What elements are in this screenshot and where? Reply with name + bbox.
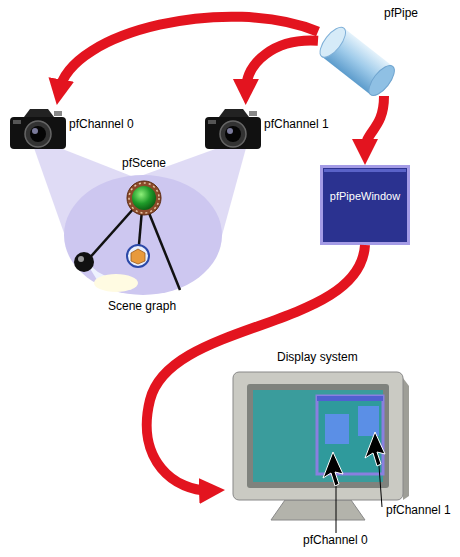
- ring-dots: [129, 183, 159, 213]
- screen-window-bar: [317, 396, 383, 401]
- flow-arrow: [365, 96, 384, 151]
- monitor-side: [403, 378, 409, 500]
- monitor-bezel: [247, 384, 389, 488]
- window-frame: [322, 167, 409, 244]
- callout-label: pfChannel 1: [386, 503, 451, 517]
- cylinder-end: [315, 23, 350, 61]
- node-label: pfChannel 1: [264, 117, 329, 131]
- light-glint: [78, 256, 84, 262]
- channel-camera: pfChannel 1: [203, 105, 325, 155]
- light-spot: [94, 274, 138, 292]
- light-node: [74, 252, 94, 272]
- camera-flash: [208, 120, 216, 124]
- node-label: Scene graph: [108, 299, 176, 313]
- monitor-stand: [271, 500, 365, 520]
- cylinder-end: [364, 61, 399, 99]
- pipe-node: pfPipe: [318, 4, 428, 96]
- node-label: Display system: [277, 350, 358, 364]
- camera: [203, 105, 265, 153]
- monitor: [225, 350, 410, 525]
- lens-glint: [32, 128, 38, 134]
- monitor-body: [233, 372, 403, 500]
- root-sphere: [132, 186, 156, 210]
- camera-prism: [24, 109, 54, 117]
- channel-viewport: [325, 414, 349, 444]
- flow-arrow: [246, 41, 318, 91]
- flow-arrow: [59, 17, 318, 92]
- node-label: pfScene: [122, 156, 166, 170]
- window-bar: [324, 169, 406, 172]
- scene-graph: Scene graph pfScene: [62, 150, 224, 318]
- camera-body: [205, 117, 261, 149]
- cylinder: [315, 23, 399, 99]
- node-label: pfPipe: [384, 6, 418, 20]
- camera-body: [10, 117, 66, 149]
- callout-label: pfChannel 0: [303, 533, 368, 547]
- camera-flash: [13, 120, 21, 124]
- lens-glass: [225, 126, 241, 142]
- monitor-screen: [253, 390, 383, 482]
- pipe-window: [320, 165, 410, 245]
- window-box: pfPipeWindow: [320, 165, 410, 245]
- channel-viewport: [358, 406, 379, 436]
- lens-glass: [30, 126, 46, 142]
- camera-prism: [219, 109, 249, 117]
- screen-window: [317, 396, 383, 474]
- camera: [8, 105, 70, 153]
- camera-button: [54, 111, 62, 116]
- node-label: pfChannel 0: [69, 117, 134, 131]
- display-monitor: Display system: [225, 350, 410, 525]
- geode-cube: [131, 249, 145, 264]
- geode-node: [127, 245, 149, 267]
- scene-node: pfScene: [118, 156, 170, 218]
- camera-button: [249, 111, 257, 116]
- scene-disc: [64, 175, 222, 295]
- node-label: pfPipeWindow: [320, 189, 410, 203]
- channel-camera: pfChannel 0: [8, 105, 130, 155]
- root-ring: [127, 181, 161, 215]
- scene-ellipse: [62, 150, 224, 318]
- camera-lens: [25, 121, 51, 147]
- lens-glint: [227, 128, 233, 134]
- camera-lens: [220, 121, 246, 147]
